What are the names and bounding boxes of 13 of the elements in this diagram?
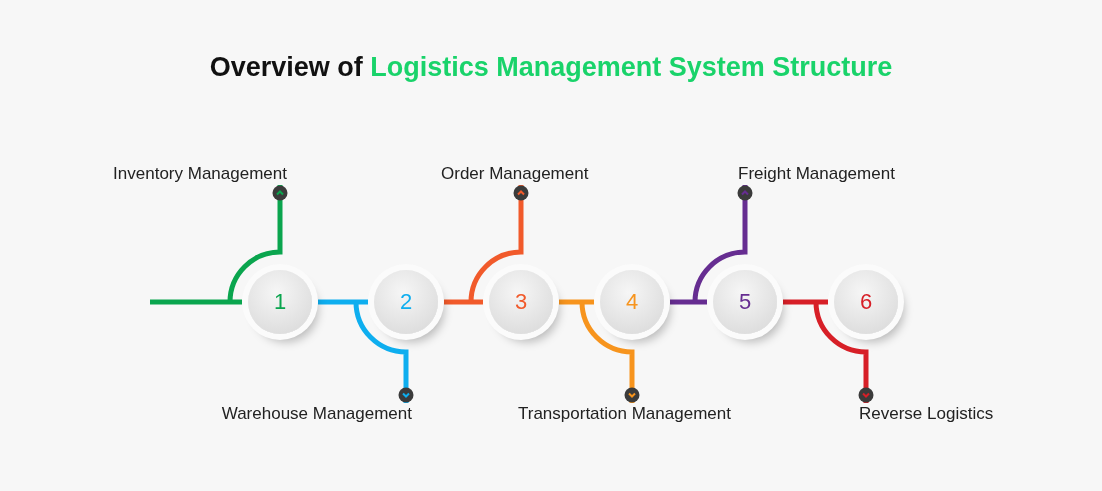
step-label: Transportation Management [518,404,731,424]
step-label: Reverse Logistics [859,404,994,424]
connector-line [670,299,707,305]
connector-line [783,299,828,305]
connector-line [150,299,242,305]
step-label: Freight Management [738,164,895,184]
title: Overview of Logistics Management System Structure [208,52,894,83]
connector-line [559,299,594,305]
step-label: Order Management [441,164,589,184]
step-label: Inventory Management [113,164,287,184]
step-label: Warehouse Management [221,404,412,424]
connector-line [444,299,483,305]
connector-line [318,299,368,305]
